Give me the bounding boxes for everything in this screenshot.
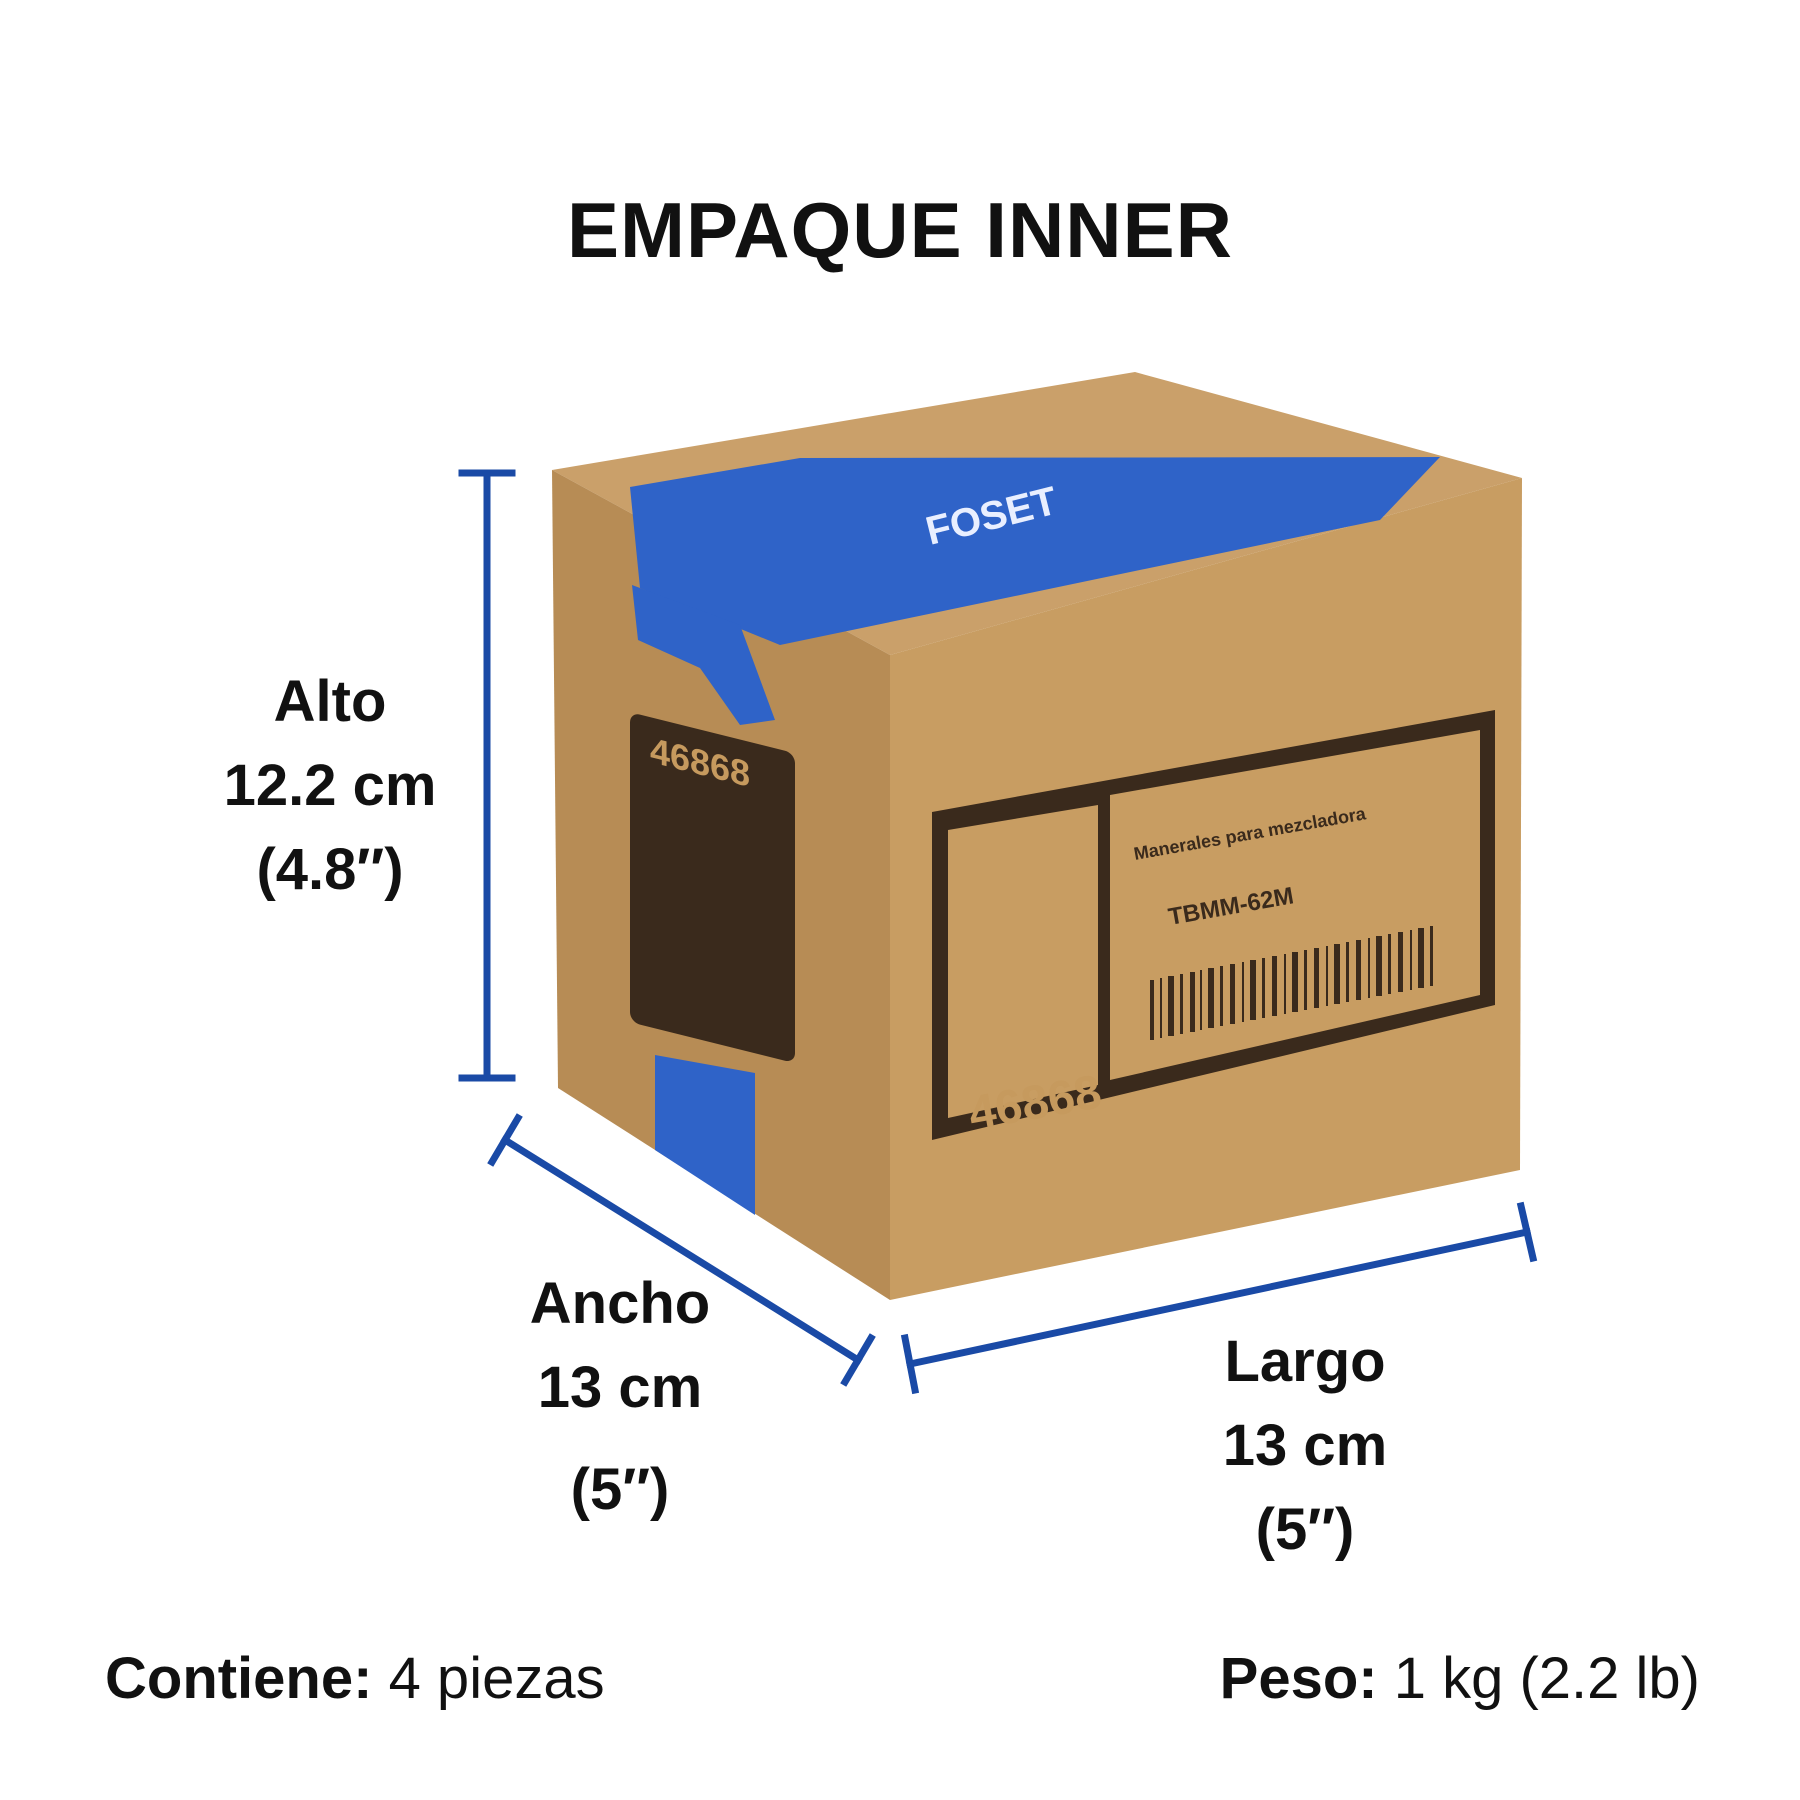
front-label-panel xyxy=(1110,730,1480,1080)
largo-label: Largo xyxy=(1224,1329,1386,1394)
length-line xyxy=(905,1227,1532,1369)
contents-info: Contiene: 4 piezas xyxy=(105,1645,605,1712)
alto-dimension: Alto 12.2 cm (4.8″) xyxy=(205,660,455,912)
width-cap-left xyxy=(487,1113,523,1167)
tape-top xyxy=(630,457,1440,645)
side-label xyxy=(630,714,795,1062)
weight-value: 1 kg (2.2 lb) xyxy=(1393,1646,1700,1711)
page-title: EMPAQUE INNER xyxy=(567,186,1233,274)
length-cap-left xyxy=(900,1333,920,1395)
contents-value: 4 piezas xyxy=(388,1646,605,1711)
length-cap-right xyxy=(1516,1201,1538,1263)
width-line xyxy=(500,1135,863,1365)
ancho-metric: 13 cm xyxy=(537,1355,703,1420)
ancho-label: Ancho xyxy=(529,1271,711,1336)
width-cap-right xyxy=(840,1333,876,1387)
tape-side xyxy=(655,1055,755,1215)
alto-metric: 12.2 cm xyxy=(223,753,437,818)
front-label-image-panel xyxy=(948,805,1098,1118)
tape-flap xyxy=(632,585,775,725)
weight-label: Peso: xyxy=(1219,1646,1378,1711)
barcode xyxy=(1150,926,1433,1040)
ancho-imperial: (5″) xyxy=(570,1457,670,1522)
largo-imperial: (5″) xyxy=(1255,1497,1355,1562)
largo-dimension: Largo 13 cm (5″) xyxy=(1180,1320,1430,1572)
contents-label: Contiene: xyxy=(105,1646,373,1711)
ancho-dimension: Ancho 13 cm (5″) xyxy=(495,1262,745,1532)
alto-imperial: (4.8″) xyxy=(256,837,404,902)
largo-metric: 13 cm xyxy=(1222,1413,1388,1478)
alto-label: Alto xyxy=(273,669,387,734)
weight-info: Peso: 1 kg (2.2 lb) xyxy=(1220,1645,1700,1712)
measure-lines xyxy=(458,469,1538,1395)
